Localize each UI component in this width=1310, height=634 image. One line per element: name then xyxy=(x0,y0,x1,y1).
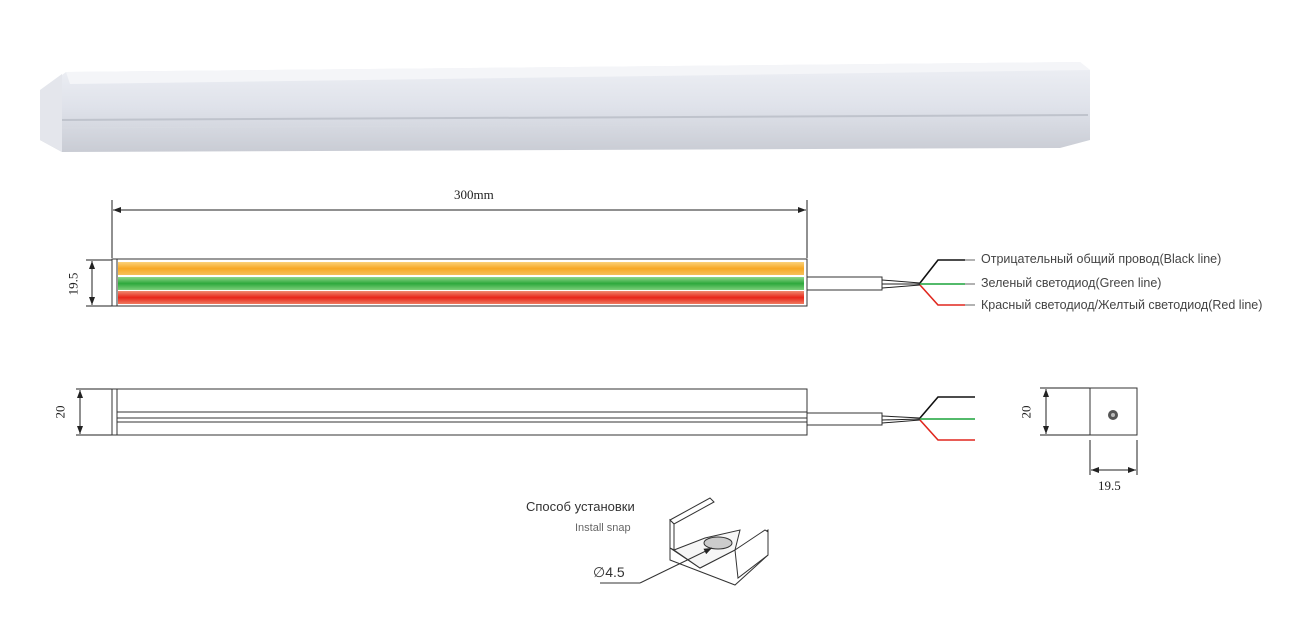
product-photo xyxy=(40,62,1090,152)
hole-diameter-label: ∅4.5 xyxy=(593,564,625,580)
install-subtitle: Install snap xyxy=(575,522,631,534)
yellow-stripe xyxy=(118,262,804,275)
length-dimension xyxy=(111,200,808,258)
install-snap-drawing xyxy=(600,497,769,586)
front-height-label: 19.5 xyxy=(65,272,81,296)
end-width-label: 19.5 xyxy=(1098,478,1121,493)
green-stripe xyxy=(118,277,804,290)
front-view xyxy=(86,258,975,307)
side-view xyxy=(76,388,975,441)
wire-label-green: Зеленый светодиод(Green line) xyxy=(981,276,1162,290)
red-stripe xyxy=(118,291,804,304)
wire-label-red: Красный светодиод/Желтый светодиод(Red l… xyxy=(981,298,1263,312)
install-title: Способ установки xyxy=(526,499,635,514)
end-height-label: 20 xyxy=(1018,405,1034,419)
wire-label-black: Отрицательный общий провод(Black line) xyxy=(981,252,1222,266)
length-label: 300mm xyxy=(454,187,494,202)
end-view xyxy=(1040,387,1138,475)
side-height-label: 20 xyxy=(52,405,68,419)
